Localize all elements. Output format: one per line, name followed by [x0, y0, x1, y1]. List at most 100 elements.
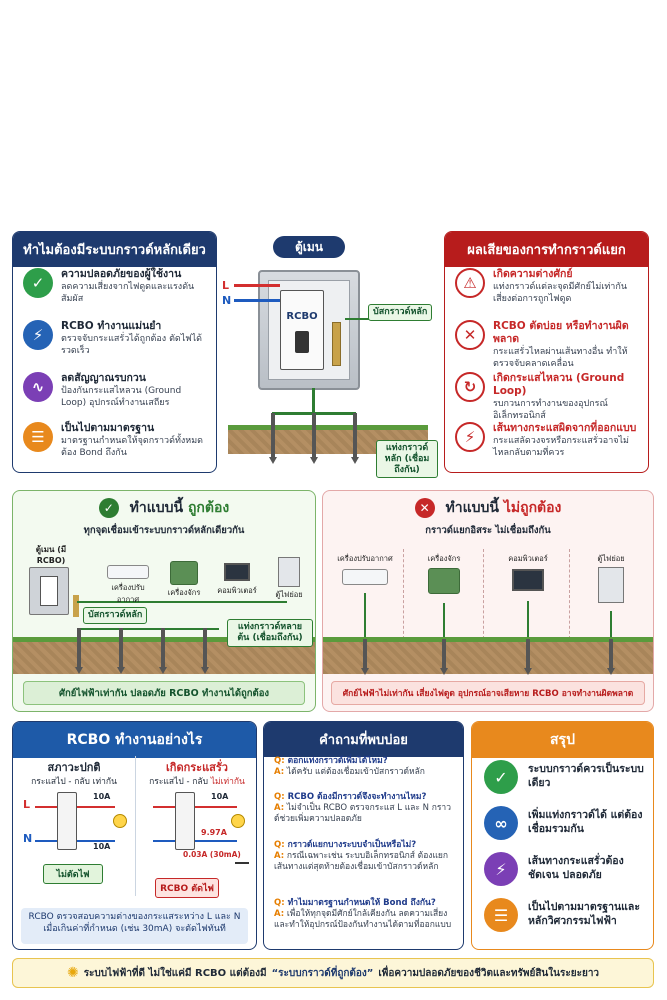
- summary-text: เพิ่มแท่งกราวด์ได้ แต่ต้องเชื่อมรวมกัน: [528, 809, 643, 835]
- bad-item-desc: กระแสลัดวงจรหรือกระแสรั่วอาจไม่ไหลกลับตา…: [493, 436, 629, 458]
- faq-answer-text: ไม่จำเป็น RCBO ตรวจกระแส L และ N กราวด์ช…: [274, 803, 451, 825]
- correct-cabinet: [29, 567, 69, 615]
- computer: คอมพิวเตอร์: [493, 553, 563, 591]
- computer-icon: [224, 563, 250, 581]
- device-label: เครื่องจักร: [427, 554, 461, 563]
- faq-title: คำถามที่พบบ่อย: [264, 722, 463, 757]
- machine: เครื่องจักร: [411, 553, 477, 594]
- mini-breaker: [40, 576, 58, 606]
- correct-cabinet-label: ตู้เมน (มี RCBO): [35, 545, 67, 565]
- wrong-title-suffix: ไม่ถูกต้อง: [503, 500, 562, 516]
- correct-bus-label: บัสกราวด์หลัก: [83, 607, 148, 624]
- warning-icon: ⚠: [455, 268, 485, 298]
- summary-panel: สรุป ✓ ระบบกราวด์ควรเป็นระบบเดียว ∞ เพิ่…: [471, 721, 654, 950]
- bad-item-desc: กระแสรั่วไหลผ่านเส้นทางอื่น ทำให้ตรวจจับ…: [493, 347, 628, 369]
- how-divider: [135, 756, 136, 896]
- lightbulb-icon: ✺: [66, 965, 79, 981]
- summary-item: ✓ ระบบกราวด์ควรเป็นระบบเดียว: [484, 760, 645, 794]
- faq-answer: A: ไม่จำเป็น RCBO ตรวจกระแส L และ N กราว…: [274, 803, 455, 825]
- shield-check-icon: ✓: [484, 760, 518, 794]
- machine: เครื่องจักร: [163, 561, 205, 599]
- a-prefix: A:: [274, 909, 285, 920]
- live-wire: [234, 284, 280, 287]
- leak-current-out: 9.97A: [201, 828, 227, 837]
- grass-strip: [228, 425, 428, 430]
- wrong-divider: [569, 549, 570, 639]
- air-conditioner: เครื่องปรับอากาศ: [329, 553, 401, 585]
- waveform-icon: ∿: [23, 372, 53, 402]
- bad-item-title: เกิดความต่างศักย์: [493, 268, 573, 280]
- device-label: เครื่องปรับอากาศ: [337, 554, 393, 563]
- device-label: ตู้ไฟย่อย: [597, 554, 625, 563]
- how-panel: RCBO ทำงานอย่างไร สภาวะปกติ กระแสไป - กล…: [12, 721, 257, 950]
- leak-bulb-icon: [231, 814, 245, 828]
- rcbo-breaker: RCBO: [280, 290, 324, 370]
- x-circle-icon: ✕: [414, 498, 435, 518]
- correct-subtitle: ทุกจุดเชื่อมเข้าระบบกราวด์หลักเดียวกัน: [83, 525, 245, 536]
- bottom-banner: ✺ ระบบไฟฟ้าที่ดี ไม่ใช่แค่มี RCBO แต่ต้อ…: [12, 958, 654, 988]
- device-label: คอมพิวเตอร์: [217, 586, 257, 595]
- main-rod-label: แท่งกราวด์หลัก (เชื่อมถึงกัน): [376, 440, 438, 479]
- faq-question: Q: กราวด์แยกบางระบบจำเป็นหรือไม่?: [274, 840, 455, 851]
- normal-N-label: N: [23, 832, 33, 845]
- correct-title-suffix: ถูกต้อง: [187, 500, 230, 516]
- how-note: RCBO ตรวจสอบความต่างของกระแสระหว่าง L แล…: [21, 908, 248, 944]
- bad-title: ผลเสียของการทำกราวด์แยก: [445, 232, 648, 267]
- why-item-title: เป็นไปตามมาตรฐาน: [61, 422, 155, 434]
- bad-item-rcbo: ✕ RCBO ตัดบ่อย หรือทำงานผิดพลาดกระแสรั่ว…: [455, 320, 640, 371]
- faq-answer: A: เพื่อให้ทุกจุดมีศักย์ใกล้เคียงกัน ลดค…: [274, 909, 455, 931]
- leak-sub-prefix: กระแสไป - กลับ: [149, 777, 208, 787]
- why-item-title: RCBO ทำงานแม่นยำ: [61, 320, 162, 332]
- ground-rod: [159, 628, 167, 674]
- why-item-desc: ลดความเสี่ยงจากไฟดูดและแรงดันสัมผัส: [61, 282, 195, 304]
- air-conditioner: เครื่องปรับอากาศ: [103, 565, 153, 606]
- lightning-icon: ⚡: [484, 852, 518, 886]
- loop-icon: ↻: [455, 372, 485, 402]
- wrong-divider: [483, 549, 484, 639]
- leak-breaker: [175, 792, 195, 850]
- summary-text: เป็นไปตามมาตรฐานและหลักวิศวกรรมไฟฟ้า: [528, 901, 640, 927]
- link-icon: ∞: [484, 806, 518, 840]
- device-label: เครื่องปรับอากาศ: [111, 583, 145, 604]
- why-panel: ทำไมต้องมีระบบกราวด์หลักเดียว ✓ ความปลอด…: [12, 231, 217, 473]
- faq-panel: คำถามที่พบบ่อย Q: ตอกแท่งกราวด์เพิ่มได้ไ…: [263, 721, 464, 950]
- checklist-icon: ☰: [23, 422, 53, 452]
- summary-item: ∞ เพิ่มแท่งกราวด์ได้ แต่ต้องเชื่อมรวมกัน: [484, 806, 645, 840]
- faq-item: Q: ทำไมมาตรฐานกำหนดให้ Bond ถึงกัน? A: เ…: [274, 898, 455, 931]
- faq-question-text: ตอกแท่งกราวด์เพิ่มได้ไหม?: [287, 756, 388, 766]
- separate-ground-wire: [610, 611, 612, 639]
- separate-ground-wire: [527, 601, 529, 639]
- how-title: RCBO ทำงานอย่างไร: [13, 722, 256, 758]
- correct-rods-label: แท่งกราวด์หลายต้น (เชื่อมถึงกัน): [227, 619, 313, 647]
- correct-ground-line: [79, 628, 219, 630]
- correct-panel: ✓ ทำแบบนี้ ถูกต้อง ทุกจุดเชื่อมเข้าระบบก…: [12, 490, 316, 712]
- device-label: ตู้ไฟย่อย: [275, 590, 303, 599]
- ground-rod: [361, 639, 369, 675]
- summary-item: ☰ เป็นไปตามมาตรฐานและหลักวิศวกรรมไฟฟ้า: [484, 898, 645, 932]
- correct-bus-bar: [73, 595, 79, 617]
- leak-ground-icon: [235, 862, 249, 868]
- rcbo-switch: [295, 331, 309, 353]
- summary-title: สรุป: [472, 722, 653, 758]
- lightning-icon: ⚡: [23, 320, 53, 350]
- main-bus-label: บัสกราวด์หลัก: [368, 304, 433, 321]
- faq-question-text: ทำไมมาตรฐานกำหนดให้ Bond ถึงกัน?: [287, 898, 436, 908]
- faq-answer-text: ได้ครับ แต่ต้องเชื่อมเข้าบัสกราวด์หลัก: [286, 767, 425, 778]
- bad-item-title: RCBO ตัดบ่อย หรือทำงานผิดพลาด: [493, 320, 629, 346]
- banner-emph: “ระบบกราวด์ที่ถูกต้อง”: [271, 967, 374, 979]
- why-item-desc: ป้องกันกระแสไหลวน (Ground Loop) อุปกรณ์ท…: [61, 386, 182, 408]
- leak-state: RCBO ตัดไฟ: [155, 878, 219, 898]
- normal-subtitle: กระแสไป - กลับ เท่ากัน: [31, 777, 117, 787]
- wrong-panel: ✕ ทำแบบนี้ ไม่ถูกต้อง กราวด์แยกอิสระ ไม่…: [322, 490, 654, 712]
- sub-panel: ตู้ไฟย่อย: [581, 553, 641, 603]
- neutral-wire: [234, 299, 280, 302]
- bad-panel: ผลเสียของการทำกราวด์แยก ⚠ เกิดความต่างศั…: [444, 231, 649, 473]
- bad-item-loop: ↻ เกิดกระแสไหลวน (Ground Loop)รบกวนการทำ…: [455, 372, 640, 423]
- summary-text: เส้นทางกระแสรั่วต้องชัดเจน ปลอดภัย: [528, 855, 624, 881]
- ground-rod: [269, 413, 277, 464]
- leak-current-in: 10A: [211, 792, 229, 801]
- faq-item: Q: กราวด์แยกบางระบบจำเป็นหรือไม่? A: กรณ…: [274, 840, 455, 873]
- faq-answer-text: เพื่อให้ทุกจุดมีศักย์ใกล้เคียงกัน ลดความ…: [274, 909, 452, 931]
- bad-item-potential: ⚠ เกิดความต่างศักย์แท่งกราวด์แต่ละจุดมีศ…: [455, 268, 640, 306]
- bad-item-title: เส้นทางกระแสผิดจากที่ออกแบบ: [493, 422, 637, 434]
